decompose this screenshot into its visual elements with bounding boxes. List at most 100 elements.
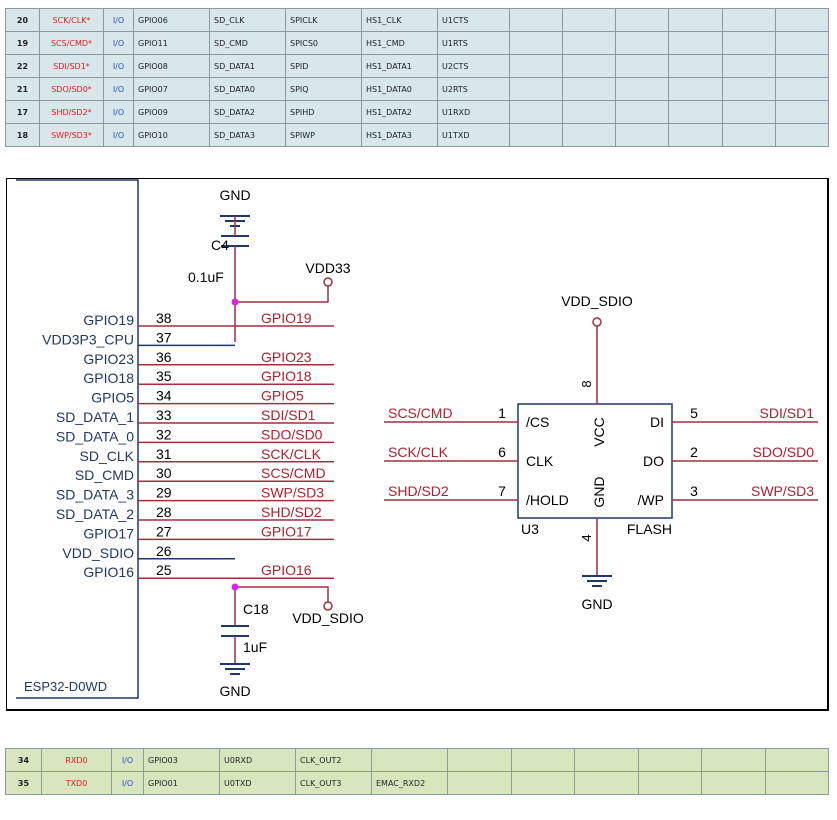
table-cell: GPIO09 xyxy=(133,100,210,124)
table-cell: 35 xyxy=(5,771,42,795)
flash-pin-name: /CS xyxy=(526,414,549,430)
table-cell: I/O xyxy=(103,123,134,147)
esp32-pin-number: 35 xyxy=(156,368,172,384)
table-empty-cell xyxy=(508,123,564,147)
c4-ref: C4 xyxy=(211,237,229,253)
table-empty-cell xyxy=(562,100,617,124)
table-cell: GPIO06 xyxy=(133,8,210,32)
table-empty-cell xyxy=(668,100,723,124)
table-empty-cell xyxy=(615,123,670,147)
table-cell: SD_DATA0 xyxy=(209,77,286,101)
net-label: SHD/SD2 xyxy=(388,483,449,499)
table-empty-cell xyxy=(721,54,776,78)
table-cell: SPICS0 xyxy=(285,31,362,55)
table-cell: EMAC_RXD2 xyxy=(371,771,448,795)
table-empty-cell xyxy=(562,54,617,78)
net-label: SDI/SD1 xyxy=(261,407,316,423)
table-cell: HS1_DATA2 xyxy=(361,100,438,124)
esp32-pin-number: 29 xyxy=(156,485,172,501)
table-empty-cell xyxy=(615,54,670,78)
table-empty-cell xyxy=(615,77,670,101)
esp32-pin-number: 33 xyxy=(156,407,172,423)
flash-vcc-label: VCC xyxy=(591,417,607,447)
table-empty-cell xyxy=(510,771,575,795)
table-cell: I/O xyxy=(103,77,134,101)
table-cell: CLK_OUT2 xyxy=(295,748,372,772)
capacitor-c18: C18 1uF xyxy=(221,587,269,664)
table-empty-cell xyxy=(701,771,766,795)
table-cell: I/O xyxy=(111,771,144,795)
junction-dot xyxy=(231,583,239,591)
table-empty-cell xyxy=(701,748,766,772)
table-empty-cell xyxy=(447,771,512,795)
esp32-part-label: ESP32-D0WD xyxy=(24,679,107,694)
table-cell: I/O xyxy=(103,8,134,32)
esp32-pin-label: SD_DATA_2 xyxy=(56,506,134,522)
table-cell: RXD0 xyxy=(41,748,112,772)
esp32-pin-number: 26 xyxy=(156,543,172,559)
esp32-pin-number: 31 xyxy=(156,446,172,462)
table-cell: SDO/SD0* xyxy=(39,77,104,101)
table-empty-cell xyxy=(764,748,829,772)
table-empty-cell xyxy=(721,100,776,124)
table-cell: CLK_OUT3 xyxy=(295,771,372,795)
table-empty-cell xyxy=(562,8,617,32)
flash-pin-number: 7 xyxy=(498,483,506,499)
flash-pin-number: 5 xyxy=(690,405,698,421)
table-empty-cell xyxy=(615,8,670,32)
table-cell: U0RXD xyxy=(219,748,296,772)
table-empty-cell xyxy=(774,54,830,78)
table-empty-cell xyxy=(508,54,564,78)
flash-pin-name: DO xyxy=(643,453,664,469)
table-cell: SD_CMD xyxy=(209,31,286,55)
table-cell: GPIO01 xyxy=(143,771,220,795)
vdd-sdio-label-left: VDD_SDIO xyxy=(292,610,364,626)
net-label: GPIO18 xyxy=(261,368,312,384)
table-cell: GPIO08 xyxy=(133,54,210,78)
esp32-pin-number: 38 xyxy=(156,310,172,326)
flash-chip: U3 FLASH VDD_SDIO 8 VCC 4 GND GND SCS/CM… xyxy=(384,293,818,612)
table-cell: SDI/SD1* xyxy=(39,54,104,78)
esp32-pin-label: GPIO19 xyxy=(83,312,134,328)
esp32-pin-label: SD_DATA_0 xyxy=(56,428,134,444)
esp32-pin-number: 32 xyxy=(156,426,172,442)
table-cell xyxy=(371,748,448,772)
table-empty-cell xyxy=(721,123,776,147)
esp32-pin-number: 27 xyxy=(156,523,172,539)
table-cell: I/O xyxy=(103,100,134,124)
esp32-pin-label: GPIO18 xyxy=(83,370,134,386)
table-cell: SPIWP xyxy=(285,123,362,147)
table-empty-cell xyxy=(721,31,776,55)
table-cell: HS1_CMD xyxy=(361,31,438,55)
flash-pin-name: CLK xyxy=(526,453,554,469)
esp32-pin-35: GPIO18 35 GPIO18 xyxy=(83,368,334,386)
table-empty-cell xyxy=(774,31,830,55)
table-cell: SPID xyxy=(285,54,362,78)
table-empty-cell xyxy=(721,77,776,101)
table-cell: GPIO11 xyxy=(133,31,210,55)
table-empty-cell xyxy=(562,31,617,55)
table-empty-cell xyxy=(447,748,512,772)
table-empty-cell xyxy=(574,771,639,795)
net-label: SHD/SD2 xyxy=(261,504,322,520)
table-cell: SD_DATA1 xyxy=(209,54,286,78)
table-empty-cell xyxy=(774,8,830,32)
esp32-pin-label: SD_CMD xyxy=(75,467,134,483)
flash-pin-number: 3 xyxy=(690,483,698,499)
table-empty-cell xyxy=(615,31,670,55)
table-cell: SWP/SD3* xyxy=(39,123,104,147)
table-cell: 21 xyxy=(5,77,40,101)
table-cell: GPIO03 xyxy=(143,748,220,772)
